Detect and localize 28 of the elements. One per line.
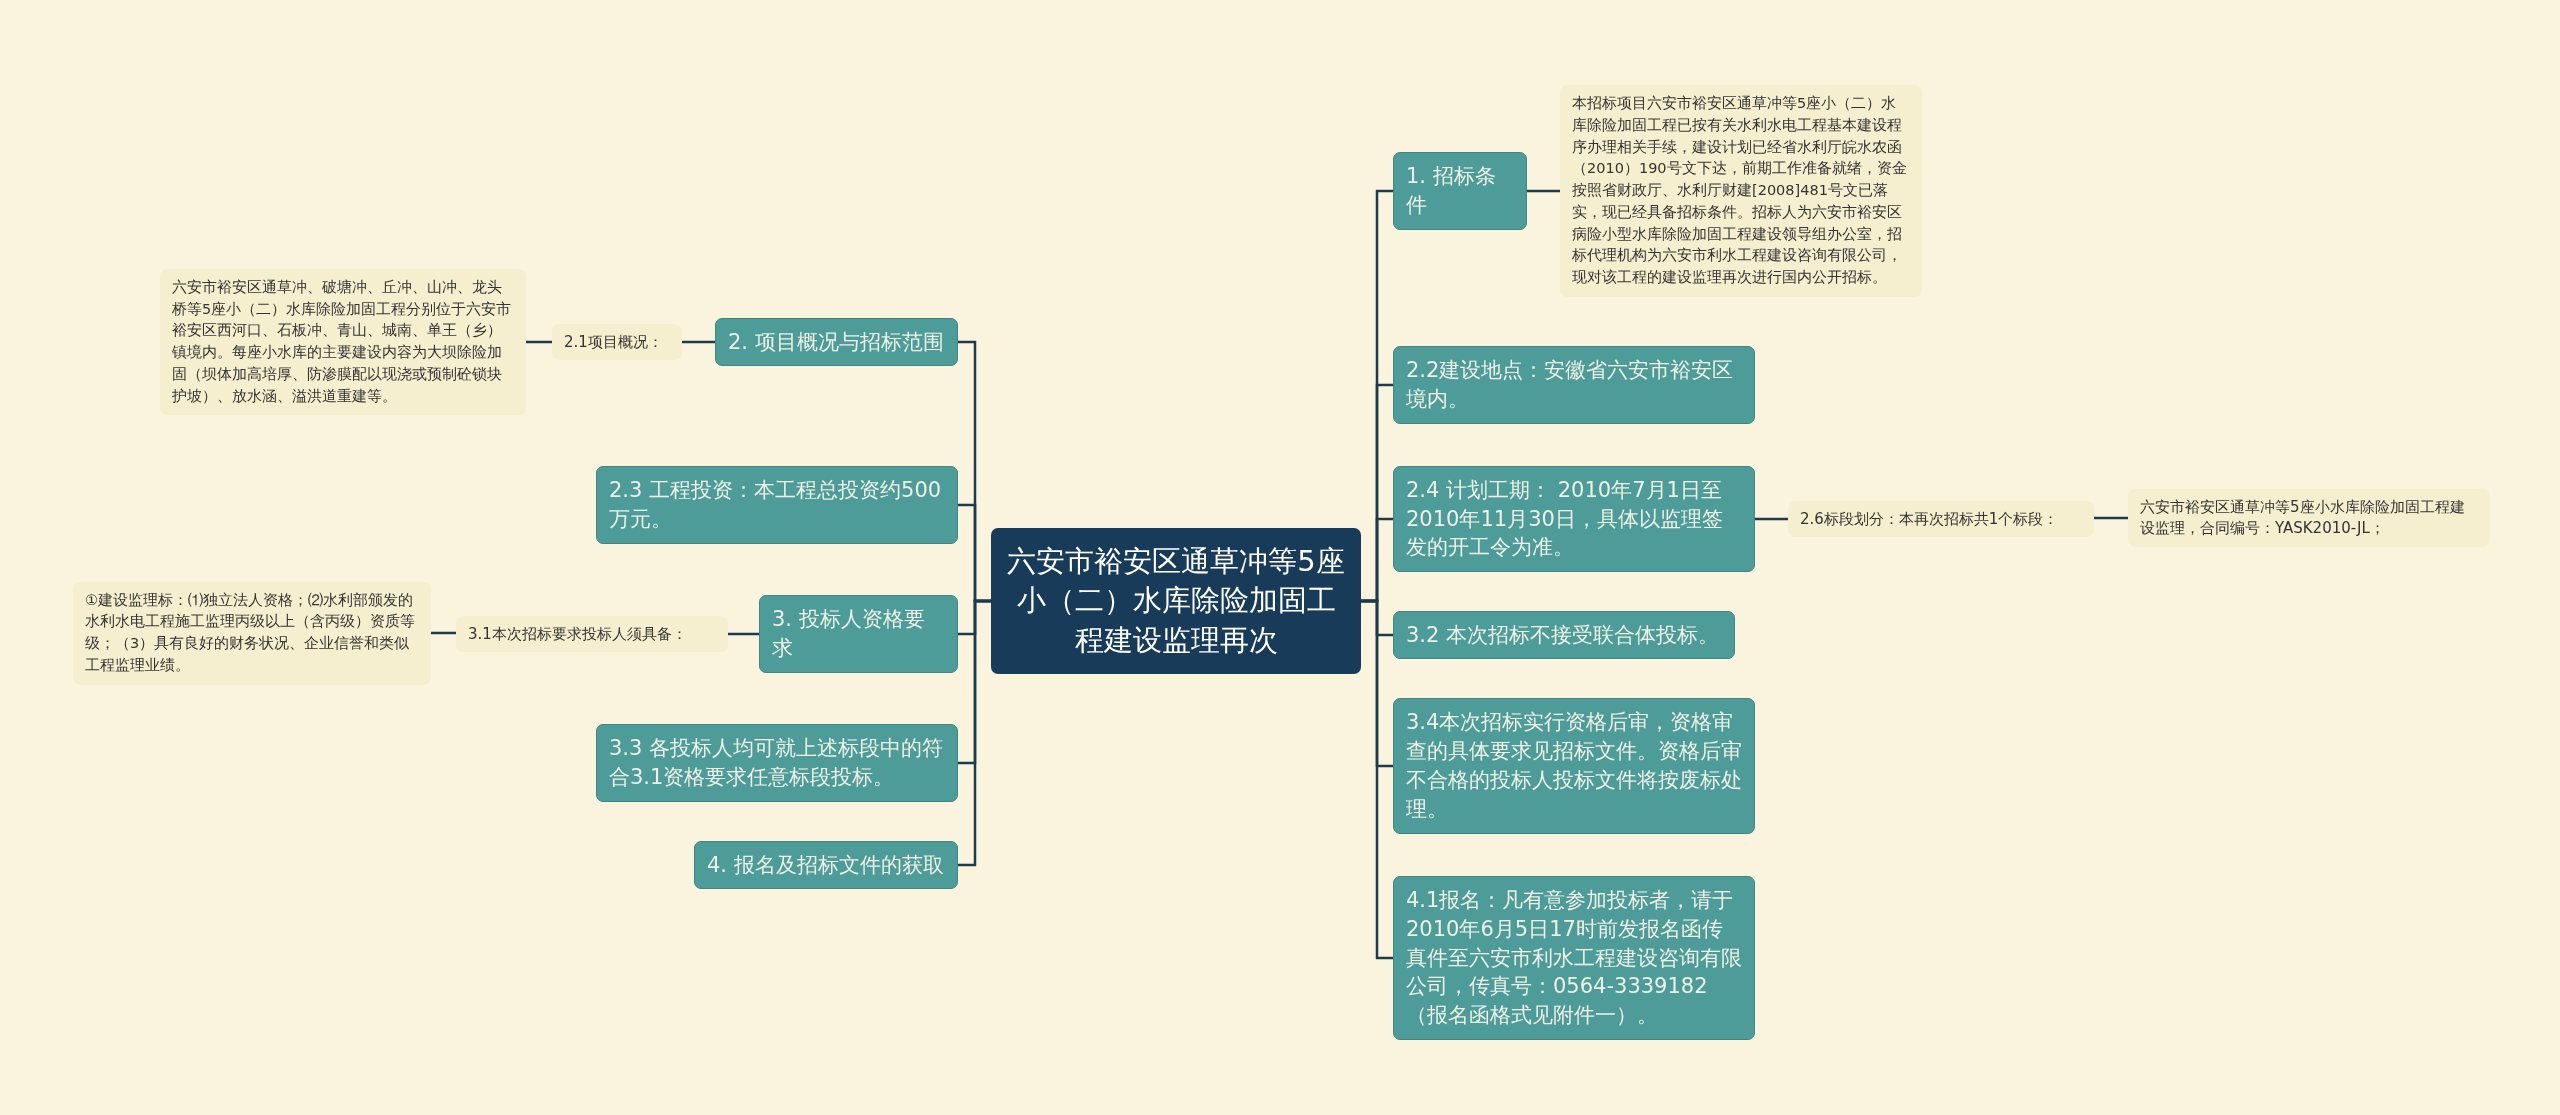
topic-box: 1. 招标条件 (1393, 152, 1527, 230)
subtopic-box: 六安市裕安区通草冲等5座小水库除险加固工程建设监理，合同编号：YASK2010-JL； (2128, 489, 2490, 547)
topic-box: 3.2 本次招标不接受联合体投标。 (1393, 610, 1735, 660)
topic-box: 2.3 工程投资：本工程总投资约500万元。 (596, 466, 958, 544)
topic-box: 4. 报名及招标文件的获取 (694, 840, 958, 890)
connector-line (1755, 517, 1788, 521)
connector-line (728, 632, 759, 636)
note-box: 本招标项目六安市裕安区通草冲等5座小（二）水库除险加固工程已按有关水利水电工程基本建设程序办理相关手续，建设计划已经省水利厅皖水农函（2010）190号文下达，前期工作准备就绪，资金按照省财政厅、水利厅财建[2008]481号文已落实，现已经具备招标条件。招标人为六安市裕安区病险小型水库除险加固工程建设领导组办公室，招标代理机构为六安市利水工程建设咨询有限公司，现对该工程的建设监理再次进行国内公开招标。 (1560, 85, 1922, 297)
connector-line (1527, 189, 1560, 193)
topic-box: 3.4本次招标实行资格后审，资格审查的具体要求见招标文件。资格后审不合格的投标人投标文件将按废标处理。 (1393, 698, 1755, 834)
connector-line (958, 599, 991, 867)
topic-box: 3.3 各投标人均可就上述标段中的符合3.1资格要求任意标段投标。 (596, 724, 958, 802)
subtopic-box: 2.6标段划分：本再次招标共1个标段： (1788, 500, 2094, 538)
connector-line (682, 340, 715, 344)
connector-line (431, 631, 456, 635)
topic-box: 3. 投标人资格要求 (759, 595, 958, 673)
connector-line (526, 340, 552, 344)
topic-box: 2.4 计划工期： 2010年7月1日至2010年11月30日，具体以监理签发的开工令为准。 (1393, 465, 1755, 573)
connector-line (2094, 516, 2128, 520)
subtopic-box: 3.1本次招标要求投标人须具备： (456, 615, 728, 653)
topic-box: 2.2建设地点：安徽省六安市裕安区境内。 (1393, 346, 1755, 424)
central-topic-box: 六安市裕安区通草冲等5座小（二）水库除险加固工程建设监理再次 (991, 528, 1361, 674)
subtopic-box: 2.1项目概况： (552, 323, 682, 361)
note-box: 六安市裕安区通草冲、破塘冲、丘冲、山冲、龙头桥等5座小（二）水库除险加固工程分别位于六安市裕安区西河口、石板冲、青山、城南、单王（乡）镇境内。每座小水库的主要建设内容为大坝除险加固（坝体加高培厚、防渗膜配以现浇或预制砼锁块护坡）、放水涵、溢洪道重建等。 (160, 268, 526, 416)
topic-box: 2. 项目概况与招标范围 (715, 317, 958, 367)
topic-box: 4.1报名：凡有意参加投标者，请于2010年6月5日17时前发报名函传真件至六安市利水工程建设咨询有限公司，传真号：0564-3339182（报名函格式见附件一）。 (1393, 875, 1755, 1041)
note-box: ①建设监理标：⑴独立法人资格；⑵水利部颁发的水利水电工程施工监理丙级以上（含丙级）资质等级；（3）具有良好的财务状况、企业信誉和类似工程监理业绩。 (73, 581, 431, 685)
connector-line (1361, 599, 1393, 960)
